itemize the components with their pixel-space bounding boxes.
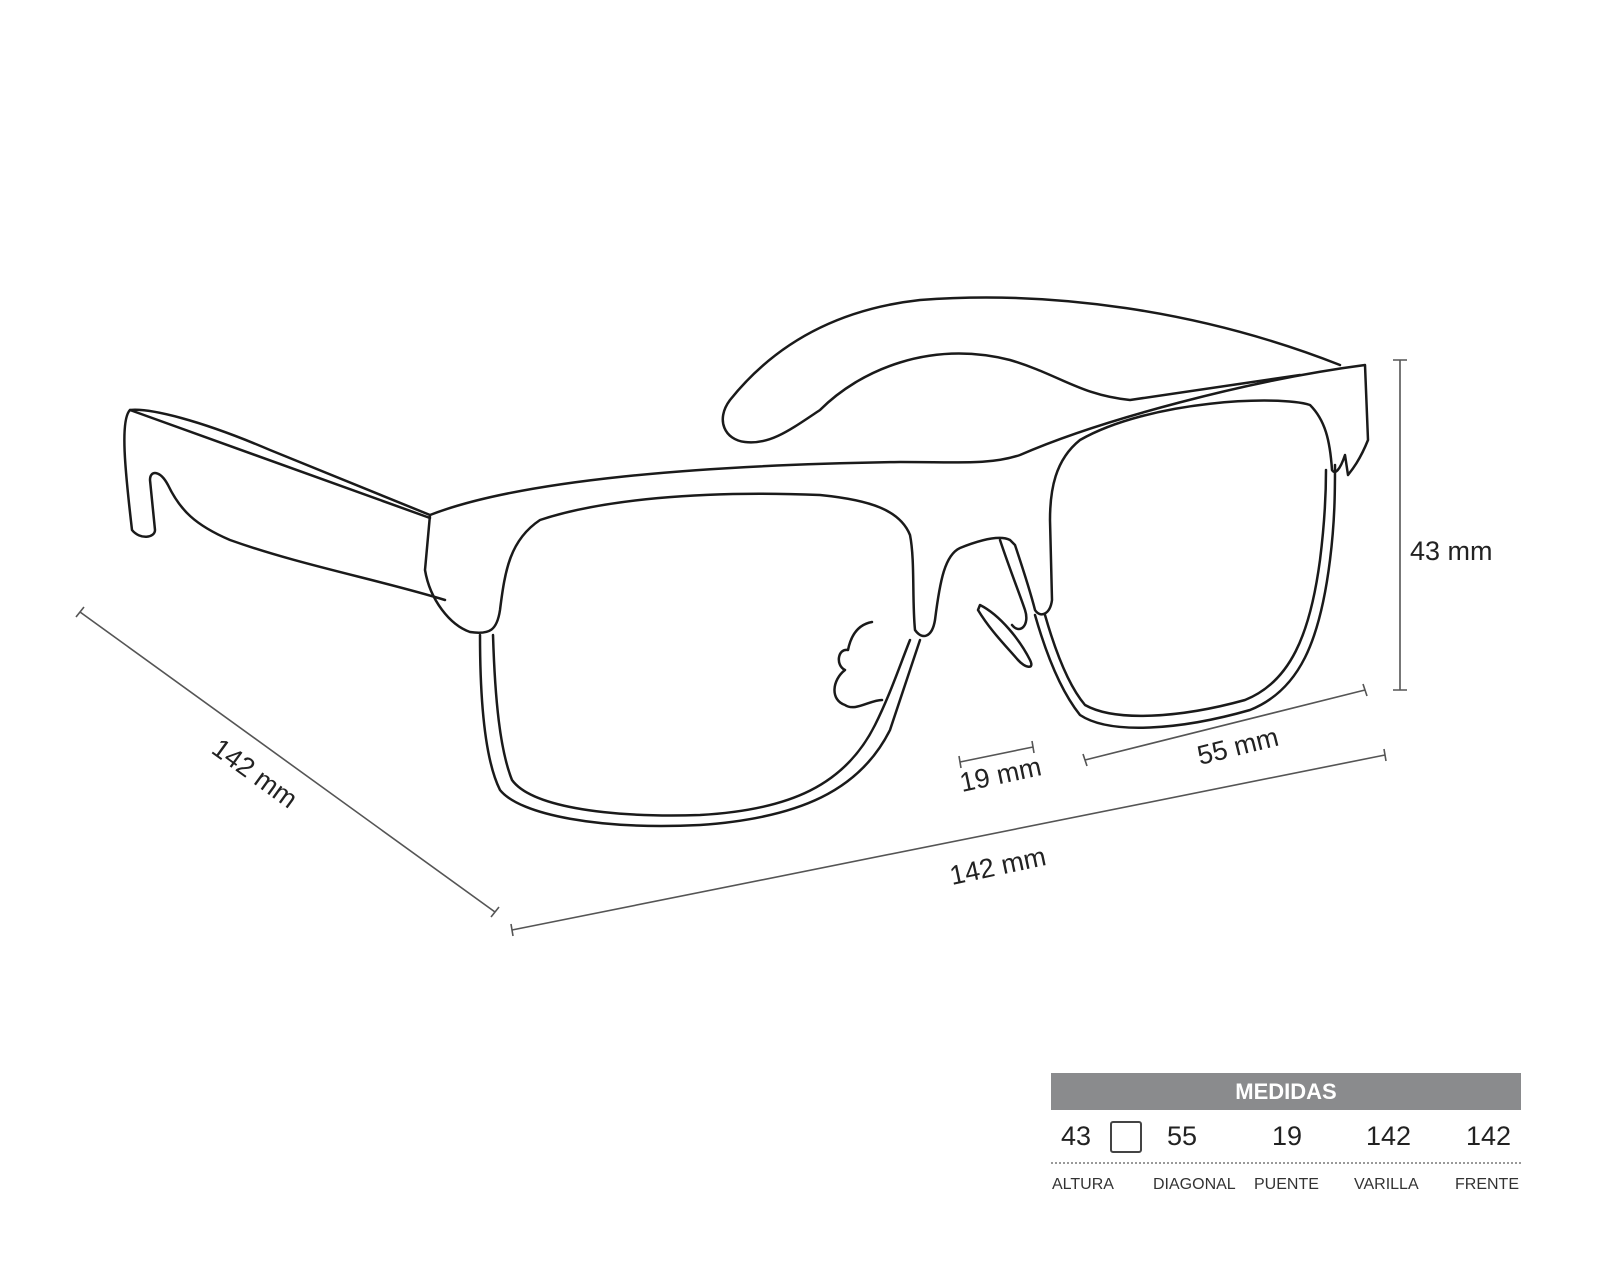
label-varilla: VARILLA: [1354, 1176, 1419, 1193]
front-label: 142 mm: [947, 841, 1049, 891]
right-lens: [1033, 463, 1337, 729]
far-nose-pad: [833, 620, 884, 709]
value-altura: 43: [1061, 1120, 1092, 1151]
near-temple: [123, 408, 447, 602]
right-lens-inner-rim: [1043, 468, 1328, 718]
height-dim-line: [1393, 359, 1407, 691]
left-lens: [478, 633, 922, 828]
front-dim-line: [510, 748, 1387, 937]
values-row: 43 55 19 142 142: [1051, 1110, 1521, 1164]
brow-bar: [423, 363, 1370, 638]
near-temple-edge: [128, 408, 432, 520]
temple-label: 142 mm: [206, 733, 303, 815]
frame-shape-icon: [1110, 1121, 1142, 1153]
temple-dim-line: [75, 606, 500, 918]
bridge-dim-line: [958, 740, 1035, 769]
lens-dim-line: [1082, 683, 1368, 767]
labels-row: ALTURA DIAGONAL PUENTE VARILLA FRENTE: [1051, 1164, 1521, 1204]
far-temple: [721, 296, 1342, 444]
label-frente: FRENTE: [1455, 1176, 1519, 1193]
label-altura: ALTURA: [1052, 1176, 1114, 1193]
left-lens-inner-rim: [491, 633, 912, 817]
value-puente: 19: [1272, 1120, 1303, 1151]
nose-pad: [976, 538, 1033, 668]
bridge-label: 19 mm: [957, 751, 1044, 798]
label-diagonal: DIAGONAL: [1153, 1176, 1236, 1193]
value-frente: 142: [1466, 1120, 1512, 1151]
table-title: MEDIDAS: [1051, 1073, 1521, 1110]
value-diagonal: 55: [1167, 1120, 1198, 1151]
measurements-table: MEDIDAS 43 55 19 142 142 ALTURA DIAGONAL…: [1051, 1073, 1521, 1204]
height-label: 43 mm: [1410, 536, 1493, 566]
label-puente: PUENTE: [1254, 1176, 1319, 1193]
value-varilla: 142: [1366, 1120, 1412, 1151]
